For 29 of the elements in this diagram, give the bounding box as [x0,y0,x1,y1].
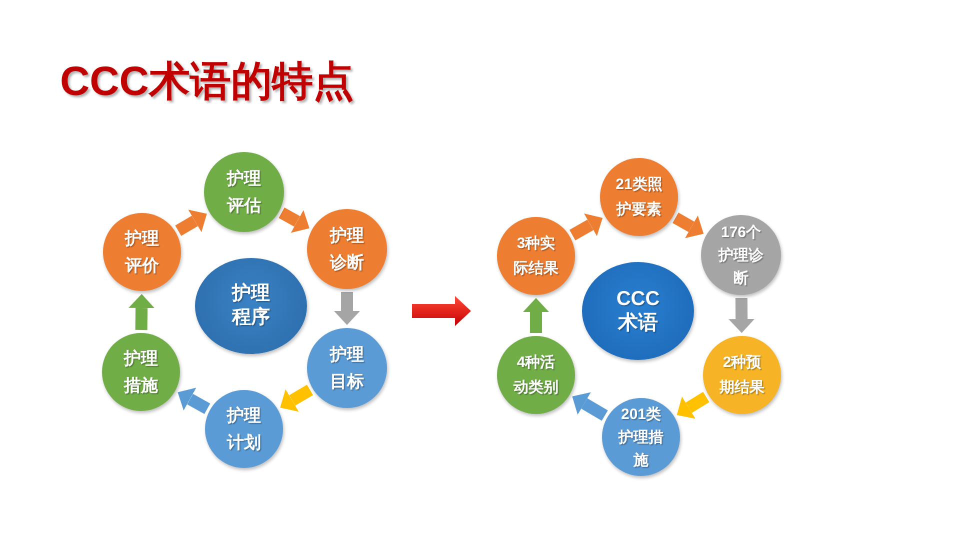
step-label: 201类护理措施 [617,404,664,470]
arrow [334,292,360,325]
step-circle [205,390,283,468]
step-circle [703,336,781,414]
step-circle [602,398,680,476]
slide-title: CCC术语的特点 [60,57,354,106]
step-label: 176个护理诊断 [717,222,764,288]
step-label: 21类照护要素 [614,175,664,220]
step-label: 护理评价 [124,228,160,277]
step-circle [204,152,284,232]
step-label: 4种活动类别 [512,353,560,398]
step-label: CCC术语 [615,287,661,335]
step-label: 护理措施 [122,348,159,397]
step-label: 3种实际结果 [512,234,560,279]
step-label: 护理目标 [328,344,365,393]
step-circle [307,328,387,408]
step-circle [600,158,678,236]
arrow [128,294,155,330]
step-label: 护理诊断 [328,225,365,274]
step-label: 护理计划 [226,405,262,454]
arrow [175,208,210,236]
arrow [277,384,314,413]
arrow [523,298,549,333]
step-circle [701,215,781,295]
step-label: 护理程序 [230,282,271,330]
step-label: 2种预期结果 [718,353,766,398]
arrow [728,298,755,334]
step-circle [307,209,387,289]
step-label: 护理评估 [226,168,262,217]
